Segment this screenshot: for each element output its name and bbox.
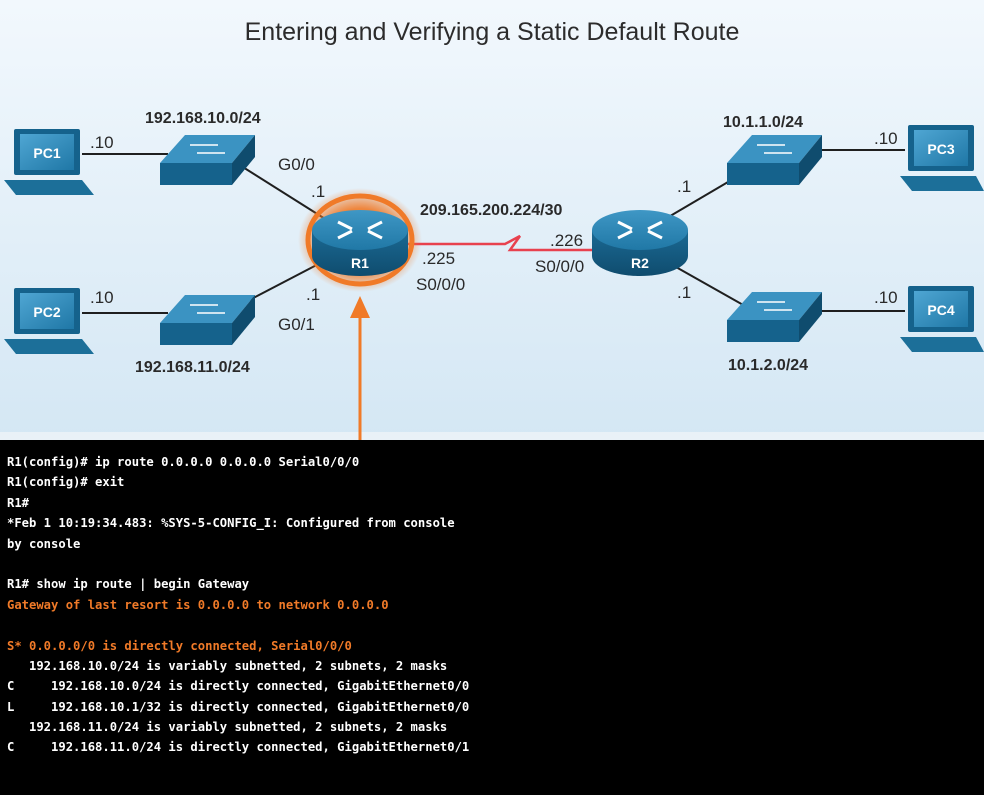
terminal-line xyxy=(7,615,984,635)
highlight-arrow xyxy=(350,296,370,440)
r1-serial-address: .225 xyxy=(422,249,455,268)
network-topology-diagram: Entering and Verifying a Static Default … xyxy=(0,0,984,440)
page-title: Entering and Verifying a Static Default … xyxy=(245,18,740,46)
r1-label: R1 xyxy=(351,255,369,271)
pc3-address: .10 xyxy=(874,129,898,148)
terminal-line-highlighted: Gateway of last resort is 0.0.0.0 to net… xyxy=(7,597,389,612)
pc2-address: .10 xyxy=(90,288,114,307)
router-arrows-icon xyxy=(617,220,663,240)
r1-g00-interface: G0/0 xyxy=(278,155,315,174)
pc4-computer[interactable]: PC4 xyxy=(900,286,984,352)
r1-g00-address: .1 xyxy=(311,182,325,201)
terminal-line: R1# xyxy=(7,495,30,510)
bottom-divider xyxy=(0,432,984,440)
r2-lan-a-address: .1 xyxy=(677,177,691,196)
pc3-computer[interactable]: PC3 xyxy=(900,125,984,191)
terminal-line xyxy=(7,554,984,574)
r1-g01-address: .1 xyxy=(306,285,320,304)
pc2-computer[interactable]: PC2 xyxy=(4,288,94,354)
switch-icon xyxy=(160,295,255,345)
pc1-computer[interactable]: PC1 xyxy=(4,129,94,195)
pc1-label: PC1 xyxy=(33,145,60,161)
network-label-192-168-11: 192.168.11.0/24 xyxy=(135,359,250,376)
terminal-line: 192.168.10.0/24 is variably subnetted, 2… xyxy=(7,658,448,673)
cli-output-terminal: R1(config)# ip route 0.0.0.0 0.0.0.0 Ser… xyxy=(0,440,984,795)
pc3-label: PC3 xyxy=(927,141,954,157)
terminal-line: R1(config)# ip route 0.0.0.0 0.0.0.0 Ser… xyxy=(7,455,360,469)
network-label-10-1-2: 10.1.2.0/24 xyxy=(728,357,808,374)
r1-g01-interface: G0/1 xyxy=(278,315,315,334)
terminal-line: *Feb 1 10:19:34.483: %SYS-5-CONFIG_I: Co… xyxy=(7,516,455,531)
serial-link-r1-r2 xyxy=(408,234,596,252)
r2-lan-b-address: .1 xyxy=(677,283,691,302)
pc1-address: .10 xyxy=(90,133,114,152)
pc4-address: .10 xyxy=(874,288,898,307)
switch-icon xyxy=(727,135,822,185)
terminal-line: C 192.168.11.0/24 is directly connected,… xyxy=(7,740,470,755)
router-r1[interactable]: R1 xyxy=(298,188,422,292)
terminal-line: R1(config)# exit xyxy=(7,475,125,490)
r2-label: R2 xyxy=(631,255,649,271)
terminal-line: R1# show ip route | begin Gateway xyxy=(7,577,250,592)
router-arrows-icon xyxy=(337,220,383,240)
switch-icon xyxy=(727,292,822,342)
r2-serial-address: .226 xyxy=(550,231,583,250)
network-label-192-168-10: 192.168.10.0/24 xyxy=(145,110,261,127)
r1-serial-interface: S0/0/0 xyxy=(416,275,465,294)
pc2-label: PC2 xyxy=(33,304,60,320)
network-label-10-1-1: 10.1.1.0/24 xyxy=(723,114,803,131)
pc4-label: PC4 xyxy=(927,302,954,318)
network-label-wan: 209.165.200.224/30 xyxy=(420,202,562,219)
r2-serial-interface: S0/0/0 xyxy=(535,257,584,276)
diagram-background xyxy=(0,0,984,440)
terminal-line: by console xyxy=(7,536,81,551)
terminal-line: C 192.168.10.0/24 is directly connected,… xyxy=(7,679,470,694)
switch-icon xyxy=(160,135,255,185)
router-r2[interactable]: R2 xyxy=(592,210,688,276)
terminal-line: L 192.168.10.1/32 is directly connected,… xyxy=(7,699,470,714)
terminal-line: 192.168.11.0/24 is variably subnetted, 2… xyxy=(7,720,448,735)
terminal-line-highlighted: S* 0.0.0.0/0 is directly connected, Seri… xyxy=(7,638,352,653)
